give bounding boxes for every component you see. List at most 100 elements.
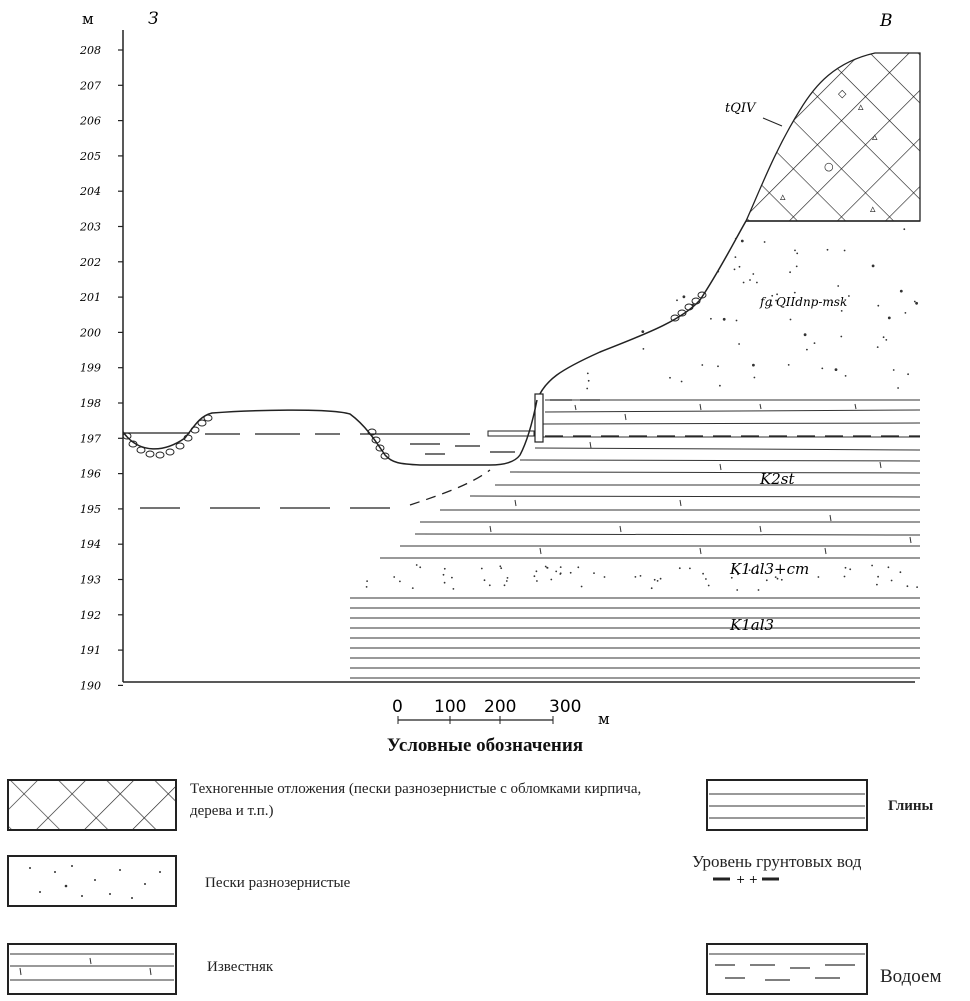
sand-dot xyxy=(899,289,903,293)
sand-dot xyxy=(641,330,645,333)
sand-dot xyxy=(587,379,590,382)
legend-swatch-sands xyxy=(7,855,177,907)
sand-dot xyxy=(876,346,879,348)
svg-text:▵: ▵ xyxy=(870,202,876,215)
legend-label-limestone: Известняк xyxy=(207,959,274,975)
sand-dot xyxy=(419,566,422,569)
legend-label-reservoir: Водоем xyxy=(880,966,942,987)
direction-west-label: З xyxy=(148,9,159,29)
sand-dot xyxy=(443,581,446,584)
sand-dot xyxy=(776,293,778,296)
y-tick-label: 193 xyxy=(80,574,101,587)
ground-surface-slope xyxy=(536,220,747,401)
sand-dot xyxy=(794,249,796,252)
sand-dot xyxy=(885,339,888,341)
y-tick-label: 207 xyxy=(79,79,101,92)
sand-dot xyxy=(775,299,777,302)
sand-dot xyxy=(653,578,656,581)
sand-dot xyxy=(749,279,751,281)
y-ticks: 2082072062052042032022012001991981971961… xyxy=(79,44,123,692)
sand-dot xyxy=(849,568,852,571)
technogenic-deposit-layer xyxy=(744,52,921,222)
sand-dot xyxy=(837,285,840,287)
sand-dot xyxy=(702,572,704,575)
sand-dot xyxy=(580,585,583,588)
sand-dot xyxy=(707,584,710,587)
sand-dot xyxy=(770,304,773,307)
sand-dot xyxy=(915,301,918,305)
sand-dot xyxy=(701,364,704,366)
y-tick-label: 201 xyxy=(79,291,101,304)
sand-dot xyxy=(877,304,880,307)
label-k2st: K2st xyxy=(759,470,795,488)
sand-dot xyxy=(415,564,418,566)
svg-text:▵: ▵ xyxy=(780,190,786,203)
sand-dot xyxy=(399,580,401,583)
well xyxy=(534,393,544,443)
svg-text:◇: ◇ xyxy=(838,87,847,100)
sand-dot xyxy=(503,584,506,587)
y-tick-label: 195 xyxy=(80,503,101,516)
sand-dot xyxy=(892,369,895,371)
y-tick-label: 205 xyxy=(79,150,101,163)
sand-dot xyxy=(871,264,875,268)
sand-dot xyxy=(737,573,739,576)
sand-dot xyxy=(669,376,671,379)
sand-dot xyxy=(877,575,879,578)
sand-dot xyxy=(411,587,414,589)
sand-dot xyxy=(789,271,791,274)
sand-dot xyxy=(793,291,796,294)
sand-dot xyxy=(535,570,538,573)
sand-dot xyxy=(817,576,820,578)
sand-dot xyxy=(734,256,737,258)
sand-dot xyxy=(776,577,779,580)
sand-dot xyxy=(546,566,548,569)
sand-dot xyxy=(735,319,738,322)
sand-dot xyxy=(899,571,902,574)
sand-dot xyxy=(593,572,595,574)
sand-dot xyxy=(642,348,645,350)
sand-dot xyxy=(689,567,691,570)
sand-dot xyxy=(840,310,843,312)
sand-dot xyxy=(499,565,502,568)
scale-tick-200: 200 xyxy=(484,697,516,717)
sand-dot xyxy=(780,578,783,581)
sand-dot xyxy=(903,228,906,231)
sand-dot xyxy=(393,576,396,578)
legend-label-groundwater: Уровень грунтовых вод xyxy=(692,852,862,871)
sand-dot xyxy=(789,318,792,321)
scale-unit: м xyxy=(598,710,610,728)
sand-dot xyxy=(634,576,637,578)
label-fluvioglacial: fg QIIdnp-msk xyxy=(759,295,847,309)
sand-dot xyxy=(705,578,707,580)
sand-dot xyxy=(756,281,758,284)
legend-label-clays: Глины xyxy=(888,798,934,814)
sand-dot xyxy=(821,367,824,370)
y-tick-label: 200 xyxy=(79,326,101,339)
sand-dot xyxy=(550,578,553,581)
sand-dot xyxy=(738,265,741,268)
sand-dot xyxy=(656,580,659,582)
sand-dot xyxy=(442,573,445,576)
y-tick-label: 204 xyxy=(79,185,101,198)
sand-dot xyxy=(806,348,808,351)
label-k1al3: K1al3 xyxy=(729,616,774,634)
y-tick-label: 196 xyxy=(80,468,101,481)
label-technogenic: tQIV xyxy=(725,101,757,116)
legend-swatch-clays xyxy=(706,779,868,831)
sand-dot xyxy=(730,576,733,579)
sand-dot xyxy=(734,237,737,240)
svg-text:○: ○ xyxy=(824,160,834,173)
sand-dot xyxy=(787,364,790,366)
sand-dot xyxy=(505,580,508,582)
sand-dot xyxy=(887,316,891,320)
y-tick-label: 191 xyxy=(80,644,101,657)
sand-dot xyxy=(770,299,772,302)
sand-dot xyxy=(717,365,719,368)
sand-dot xyxy=(831,301,834,304)
sand-dot xyxy=(719,384,721,387)
groundwater-level xyxy=(123,399,920,509)
y-tick-label: 208 xyxy=(79,44,101,57)
sand-dot xyxy=(771,294,774,297)
sand-dot xyxy=(844,566,847,569)
